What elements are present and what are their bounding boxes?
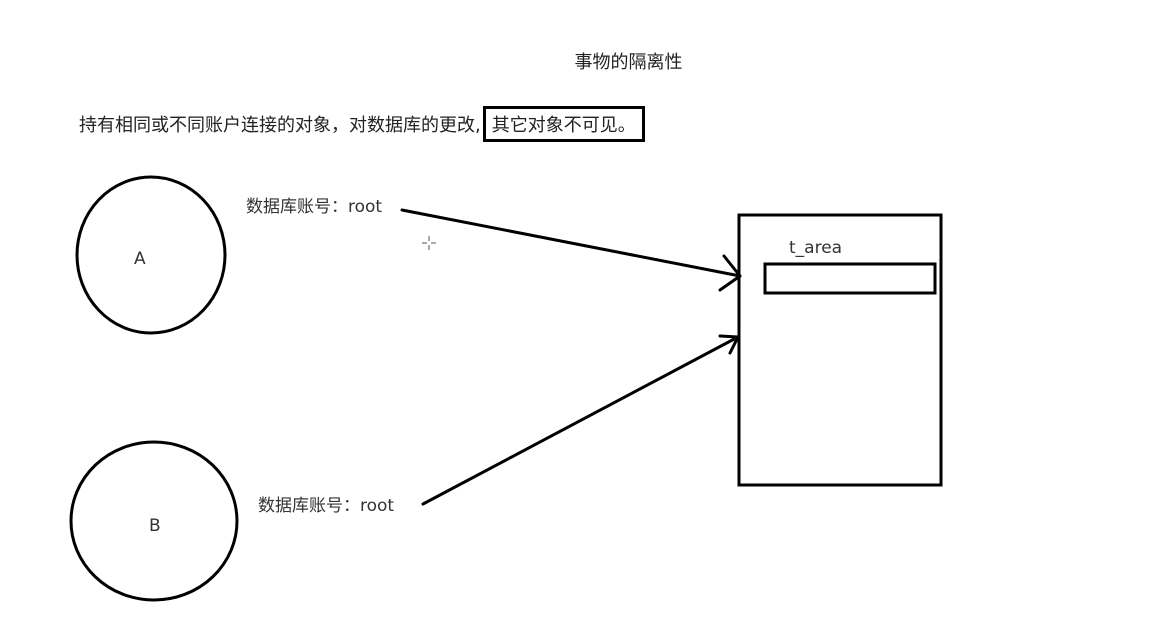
table-name-label: t_area bbox=[789, 238, 843, 258]
page-title: 事物的隔离性 bbox=[574, 52, 683, 73]
node-a-label: A bbox=[134, 249, 146, 269]
table-box bbox=[763, 262, 937, 295]
description-highlight: 其它对象不可见。 bbox=[482, 106, 645, 142]
arrow-b-head bbox=[718, 334, 740, 355]
description-text: 持有相同或不同账户连接的对象，对数据库的更改, bbox=[79, 115, 481, 136]
arrow-a-head bbox=[718, 254, 742, 292]
node-a-circle bbox=[75, 175, 227, 335]
crosshair-cursor-icon bbox=[422, 236, 436, 250]
node-b-account-label: 数据库账号：root bbox=[258, 496, 395, 516]
arrow-b-line bbox=[421, 335, 740, 506]
description-row: 持有相同或不同账户连接的对象，对数据库的更改, 其它对象不可见。 bbox=[79, 106, 645, 142]
node-b-label: B bbox=[149, 516, 161, 536]
node-b-circle bbox=[69, 440, 239, 602]
arrow-a-line bbox=[400, 208, 742, 278]
node-a-account-label: 数据库账号：root bbox=[246, 197, 383, 217]
database-box bbox=[737, 213, 943, 487]
